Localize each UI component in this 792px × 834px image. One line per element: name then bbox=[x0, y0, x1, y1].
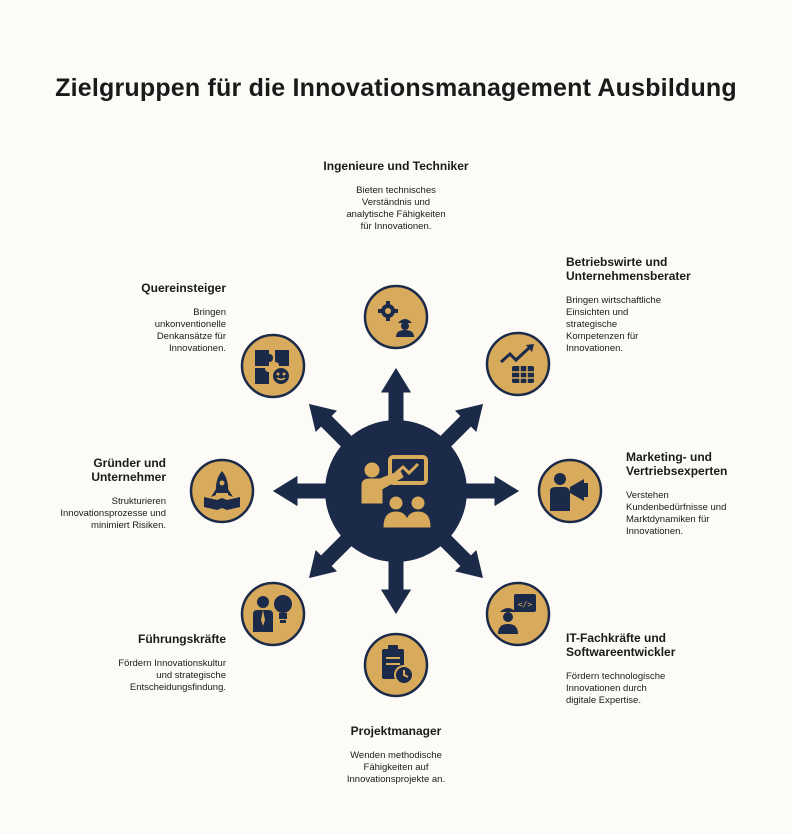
node-it: </> bbox=[485, 581, 551, 647]
group-description: Fördern technologische Innovationen durc… bbox=[566, 671, 666, 706]
teacher-presentation-icon bbox=[361, 455, 431, 528]
leader-idea-icon bbox=[253, 595, 292, 632]
clipboard-clock-icon bbox=[382, 645, 414, 685]
svg-text:</>: </> bbox=[518, 600, 533, 609]
label-projektmanager: Projektmanager Wenden methodische Fähigk… bbox=[321, 724, 471, 786]
node-projektmanager bbox=[363, 632, 429, 698]
label-marketing: Marketing- und Vertriebsexperten Versteh… bbox=[626, 450, 766, 538]
page-title: Zielgruppen für die Innovationsmanagemen… bbox=[55, 74, 737, 102]
group-title: Projektmanager bbox=[350, 724, 442, 738]
group-title: Quereinsteiger bbox=[141, 281, 226, 295]
growth-chart-icon bbox=[500, 344, 534, 383]
node-marketing bbox=[537, 458, 603, 524]
label-betriebswirte: Betriebswirte und Unternehmensberater Br… bbox=[566, 255, 706, 355]
label-fuehrungskraefte: Führungskräfte Fördern Innovationskultur… bbox=[86, 632, 226, 694]
developer-code-icon: </> bbox=[498, 594, 536, 634]
hub-circle bbox=[325, 420, 467, 562]
group-description: Wenden methodische Fähigkeiten auf Innov… bbox=[346, 750, 446, 785]
label-it: IT-Fachkräfte und Softwareentwickler För… bbox=[566, 631, 706, 707]
rocket-launch-icon bbox=[204, 471, 240, 510]
group-title: Betriebswirte und Unternehmensberater bbox=[566, 255, 691, 283]
hub bbox=[325, 420, 467, 562]
group-description: Verstehen Kundenbedürfnisse und Marktdyn… bbox=[626, 490, 727, 537]
label-ingenieure: Ingenieure und Techniker Bieten technisc… bbox=[321, 159, 471, 233]
group-title: Marketing- und Vertriebsexperten bbox=[626, 450, 728, 478]
node-gruender bbox=[189, 458, 255, 524]
group-description: Bringen wirtschaftliche Einsichten und s… bbox=[566, 295, 662, 354]
group-description: Bringen unkonventionelle Denkansätze für… bbox=[154, 307, 226, 354]
megaphone-person-icon bbox=[550, 473, 588, 511]
group-title: Ingenieure und Techniker bbox=[323, 159, 469, 173]
node-ingenieure bbox=[363, 284, 429, 350]
group-description: Bieten technisches Verständnis und analy… bbox=[346, 185, 446, 232]
gear-worker-icon bbox=[378, 301, 414, 337]
puzzle-person-icon bbox=[255, 350, 289, 384]
group-description: Fördern Innovationskultur und strategisc… bbox=[118, 658, 226, 693]
node-quereinsteiger bbox=[240, 333, 306, 399]
label-quereinsteiger: Quereinsteiger Bringen unkonventionelle … bbox=[86, 281, 226, 355]
node-betriebswirte bbox=[485, 331, 551, 397]
group-title: Gründer und Unternehmer bbox=[91, 456, 166, 484]
group-title: IT-Fachkräfte und Softwareentwickler bbox=[566, 631, 676, 659]
group-description: Strukturieren Innovationsprozesse und mi… bbox=[60, 496, 166, 531]
group-title: Führungskräfte bbox=[137, 632, 226, 646]
label-gruender: Gründer und Unternehmer Strukturieren In… bbox=[26, 456, 166, 532]
node-fuehrungskraefte bbox=[240, 581, 306, 647]
